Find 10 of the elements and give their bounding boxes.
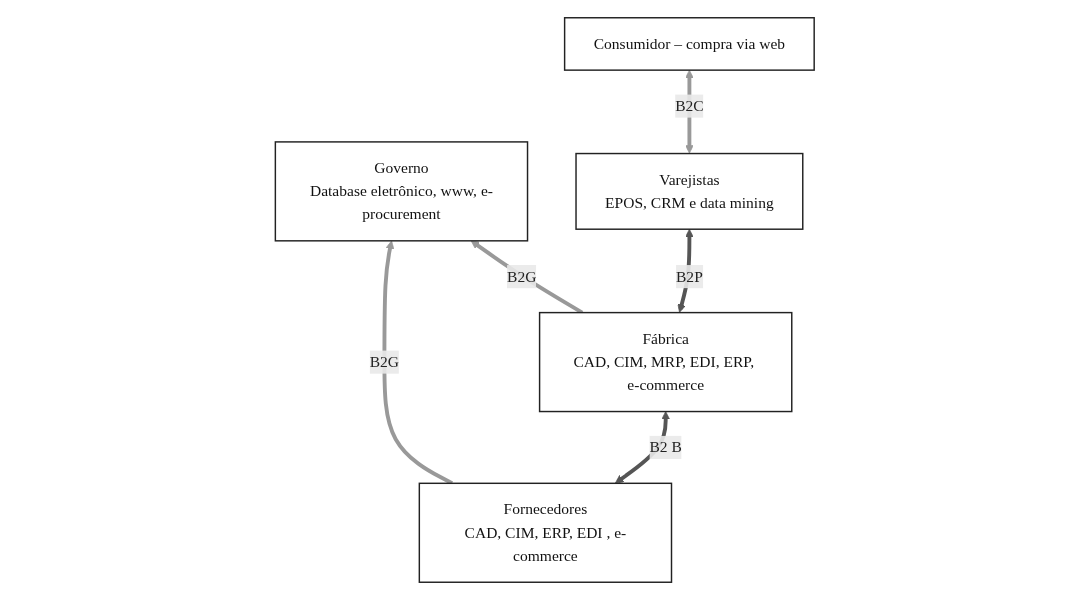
edge-label: B2G [507, 267, 537, 285]
node-box: Fábrica CAD, CIM, MRP, EDI, ERP, e-commerce [539, 311, 793, 413]
edge-label: B2P [676, 267, 704, 285]
edge-label: B2C [675, 97, 704, 114]
edge-label: B2G [369, 353, 400, 370]
node-box: Fornecedores CAD, CIM, ERP, EDI , e-commerce [418, 482, 673, 583]
node-box: Varejistas EPOS, CRM e data mining [575, 152, 804, 230]
node-box: Consumidor – compra via web [564, 17, 816, 71]
edge-label: B2 B [649, 438, 683, 456]
node-box: Governo Database eletrônico, www, e-procurement [274, 141, 529, 242]
